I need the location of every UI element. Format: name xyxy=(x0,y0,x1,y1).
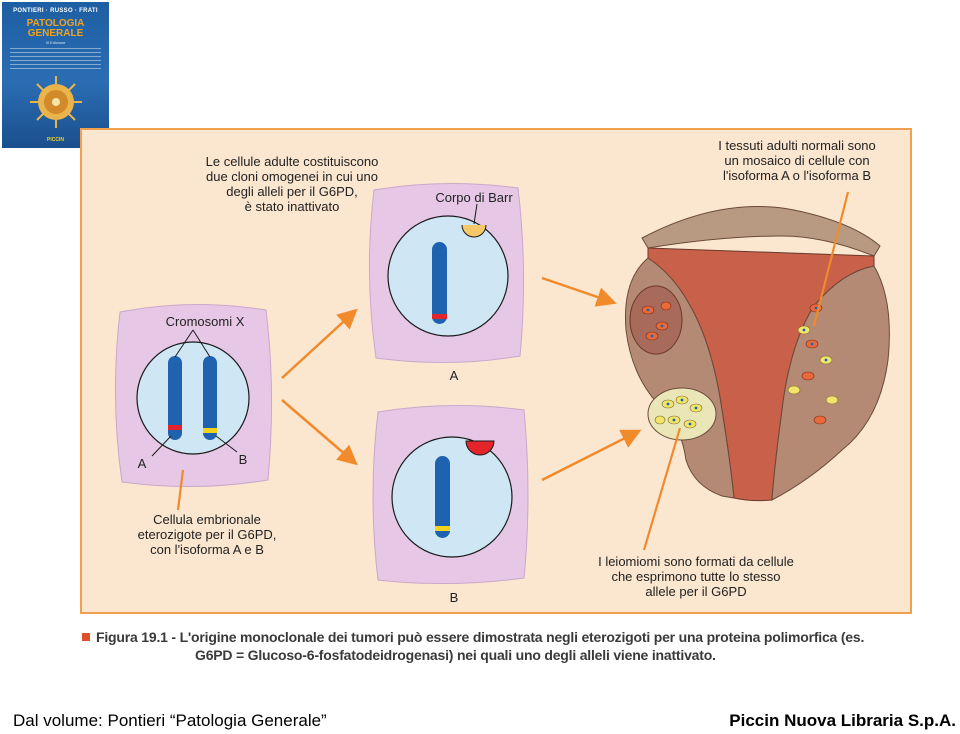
chromosome-x-a xyxy=(168,356,182,440)
label-adult-cells: Le cellule adulte costituiscono due clon… xyxy=(205,154,379,214)
caption-figure-number: Figura 19.1 - xyxy=(96,629,176,645)
chromosome-b-single xyxy=(435,456,450,538)
cover-publisher: PICCIN xyxy=(47,137,64,143)
cover-title: PATOLOGIA GENERALE xyxy=(26,18,85,39)
label-leiomyoma: I leiomiomi sono formati da cellule che … xyxy=(598,554,794,599)
figure-panel: Le cellule adulte costituiscono due clon… xyxy=(80,128,912,614)
label-barr-body: Corpo di Barr xyxy=(435,190,513,205)
uterus-illustration xyxy=(625,191,890,551)
cell-b xyxy=(372,404,529,585)
label-x-chromosomes: Cromosomi X xyxy=(165,314,245,329)
tissue-pointer xyxy=(812,191,850,327)
label-cell-a: A xyxy=(449,368,459,383)
footer-source: Dal volume: Pontieri “Patologia Generale… xyxy=(13,711,327,730)
cover-virus-illustration xyxy=(30,76,82,128)
label-allele-b: B xyxy=(238,452,248,467)
leiomyoma-upper xyxy=(629,285,683,355)
caption-line-2: G6PD = Glucoso-6-fosfatodeidrogenasi) ne… xyxy=(195,647,716,663)
book-cover: PONTIERI · RUSSO · FRATI PATOLOGIA GENER… xyxy=(2,2,109,148)
leiomyoma-pointer xyxy=(642,427,682,551)
chromosome-a-single xyxy=(432,242,447,324)
embryonic-pointer xyxy=(176,469,185,511)
arrow-to-cell-b xyxy=(281,399,358,466)
cell-a xyxy=(368,182,525,364)
figure-caption: Figura 19.1 - L'origine monoclonale dei … xyxy=(82,628,922,664)
figure-diagram xyxy=(114,182,890,585)
caption-line-1: L'origine monoclonale dei tumori può ess… xyxy=(179,629,865,645)
arrow-to-cell-a xyxy=(281,308,358,379)
chromosome-x-b xyxy=(203,356,217,440)
cover-contributors-lines xyxy=(10,48,101,70)
embryonic-cell xyxy=(114,303,273,511)
label-embryonic-cell: Cellula embrionale eterozigote per il G6… xyxy=(137,512,277,557)
label-normal-tissue: I tessuti adulti normali sono un mosaico… xyxy=(718,138,876,183)
cover-authors: PONTIERI · RUSSO · FRATI xyxy=(13,8,98,14)
arrow-b-to-tissue xyxy=(541,429,642,482)
label-cell-b: B xyxy=(449,590,459,605)
footer-publisher: Piccin Nuova Libraria S.p.A. xyxy=(729,711,956,730)
caption-bullet-icon xyxy=(82,633,90,641)
cover-edition: III Edizione xyxy=(45,40,66,45)
label-allele-a: A xyxy=(137,456,147,471)
arrow-a-to-tissue xyxy=(541,276,617,307)
